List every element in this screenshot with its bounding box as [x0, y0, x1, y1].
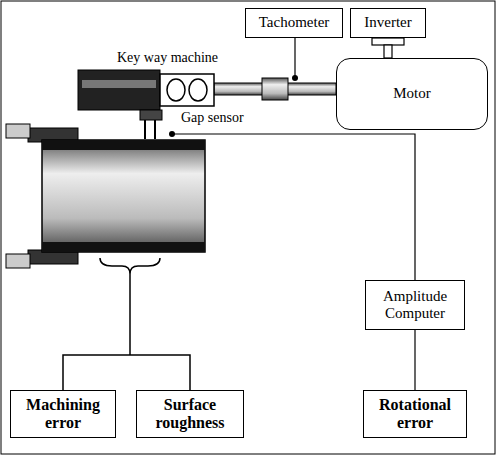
coupling-bolt [189, 79, 207, 101]
sensor-probe [144, 120, 146, 139]
workpiece [42, 140, 205, 252]
workpiece-band [42, 242, 205, 252]
node-text: Inverter [364, 14, 411, 31]
node-text: Machining error [16, 396, 110, 433]
connector [415, 330, 416, 390]
instrument-box: Inverter [350, 8, 426, 38]
result-box: Rotational error [363, 390, 467, 438]
node-text: Rotational error [369, 396, 461, 433]
sensor-wire [172, 134, 415, 280]
motor-box: Motor [336, 58, 488, 130]
gap-sensor [140, 110, 162, 120]
housing-stripe [82, 80, 156, 88]
coupling [160, 74, 214, 106]
result-box: Surface roughness [136, 390, 244, 438]
machine-label: Key way machine [116, 50, 219, 65]
process-box: Amplitude Computer [365, 280, 465, 330]
sensor-label: Gap sensor [180, 110, 245, 125]
node-text: Amplitude Computer [371, 288, 459, 323]
workpiece-band [42, 140, 205, 150]
tachometer-lead [294, 38, 295, 76]
sensor-probe [154, 120, 156, 139]
chuck-jaw [6, 124, 30, 138]
instrument-box: Tachometer [245, 8, 343, 38]
node-text: Motor [393, 85, 431, 102]
node-text: Tachometer [259, 14, 330, 31]
keyway-housing [78, 70, 160, 110]
bracket [100, 258, 160, 274]
node-text: Surface roughness [142, 396, 238, 433]
shaft-coupling [262, 78, 288, 100]
tachometer-dot [292, 75, 298, 81]
measure-lead [63, 355, 190, 390]
measure-lead [129, 274, 131, 355]
chuck-jaw [6, 254, 30, 268]
connector-line [414, 330, 415, 390]
result-box: Machining error [10, 390, 116, 438]
inverter-stem [384, 45, 392, 58]
coupling-bolt [167, 79, 185, 101]
inverter-mount [372, 38, 404, 45]
